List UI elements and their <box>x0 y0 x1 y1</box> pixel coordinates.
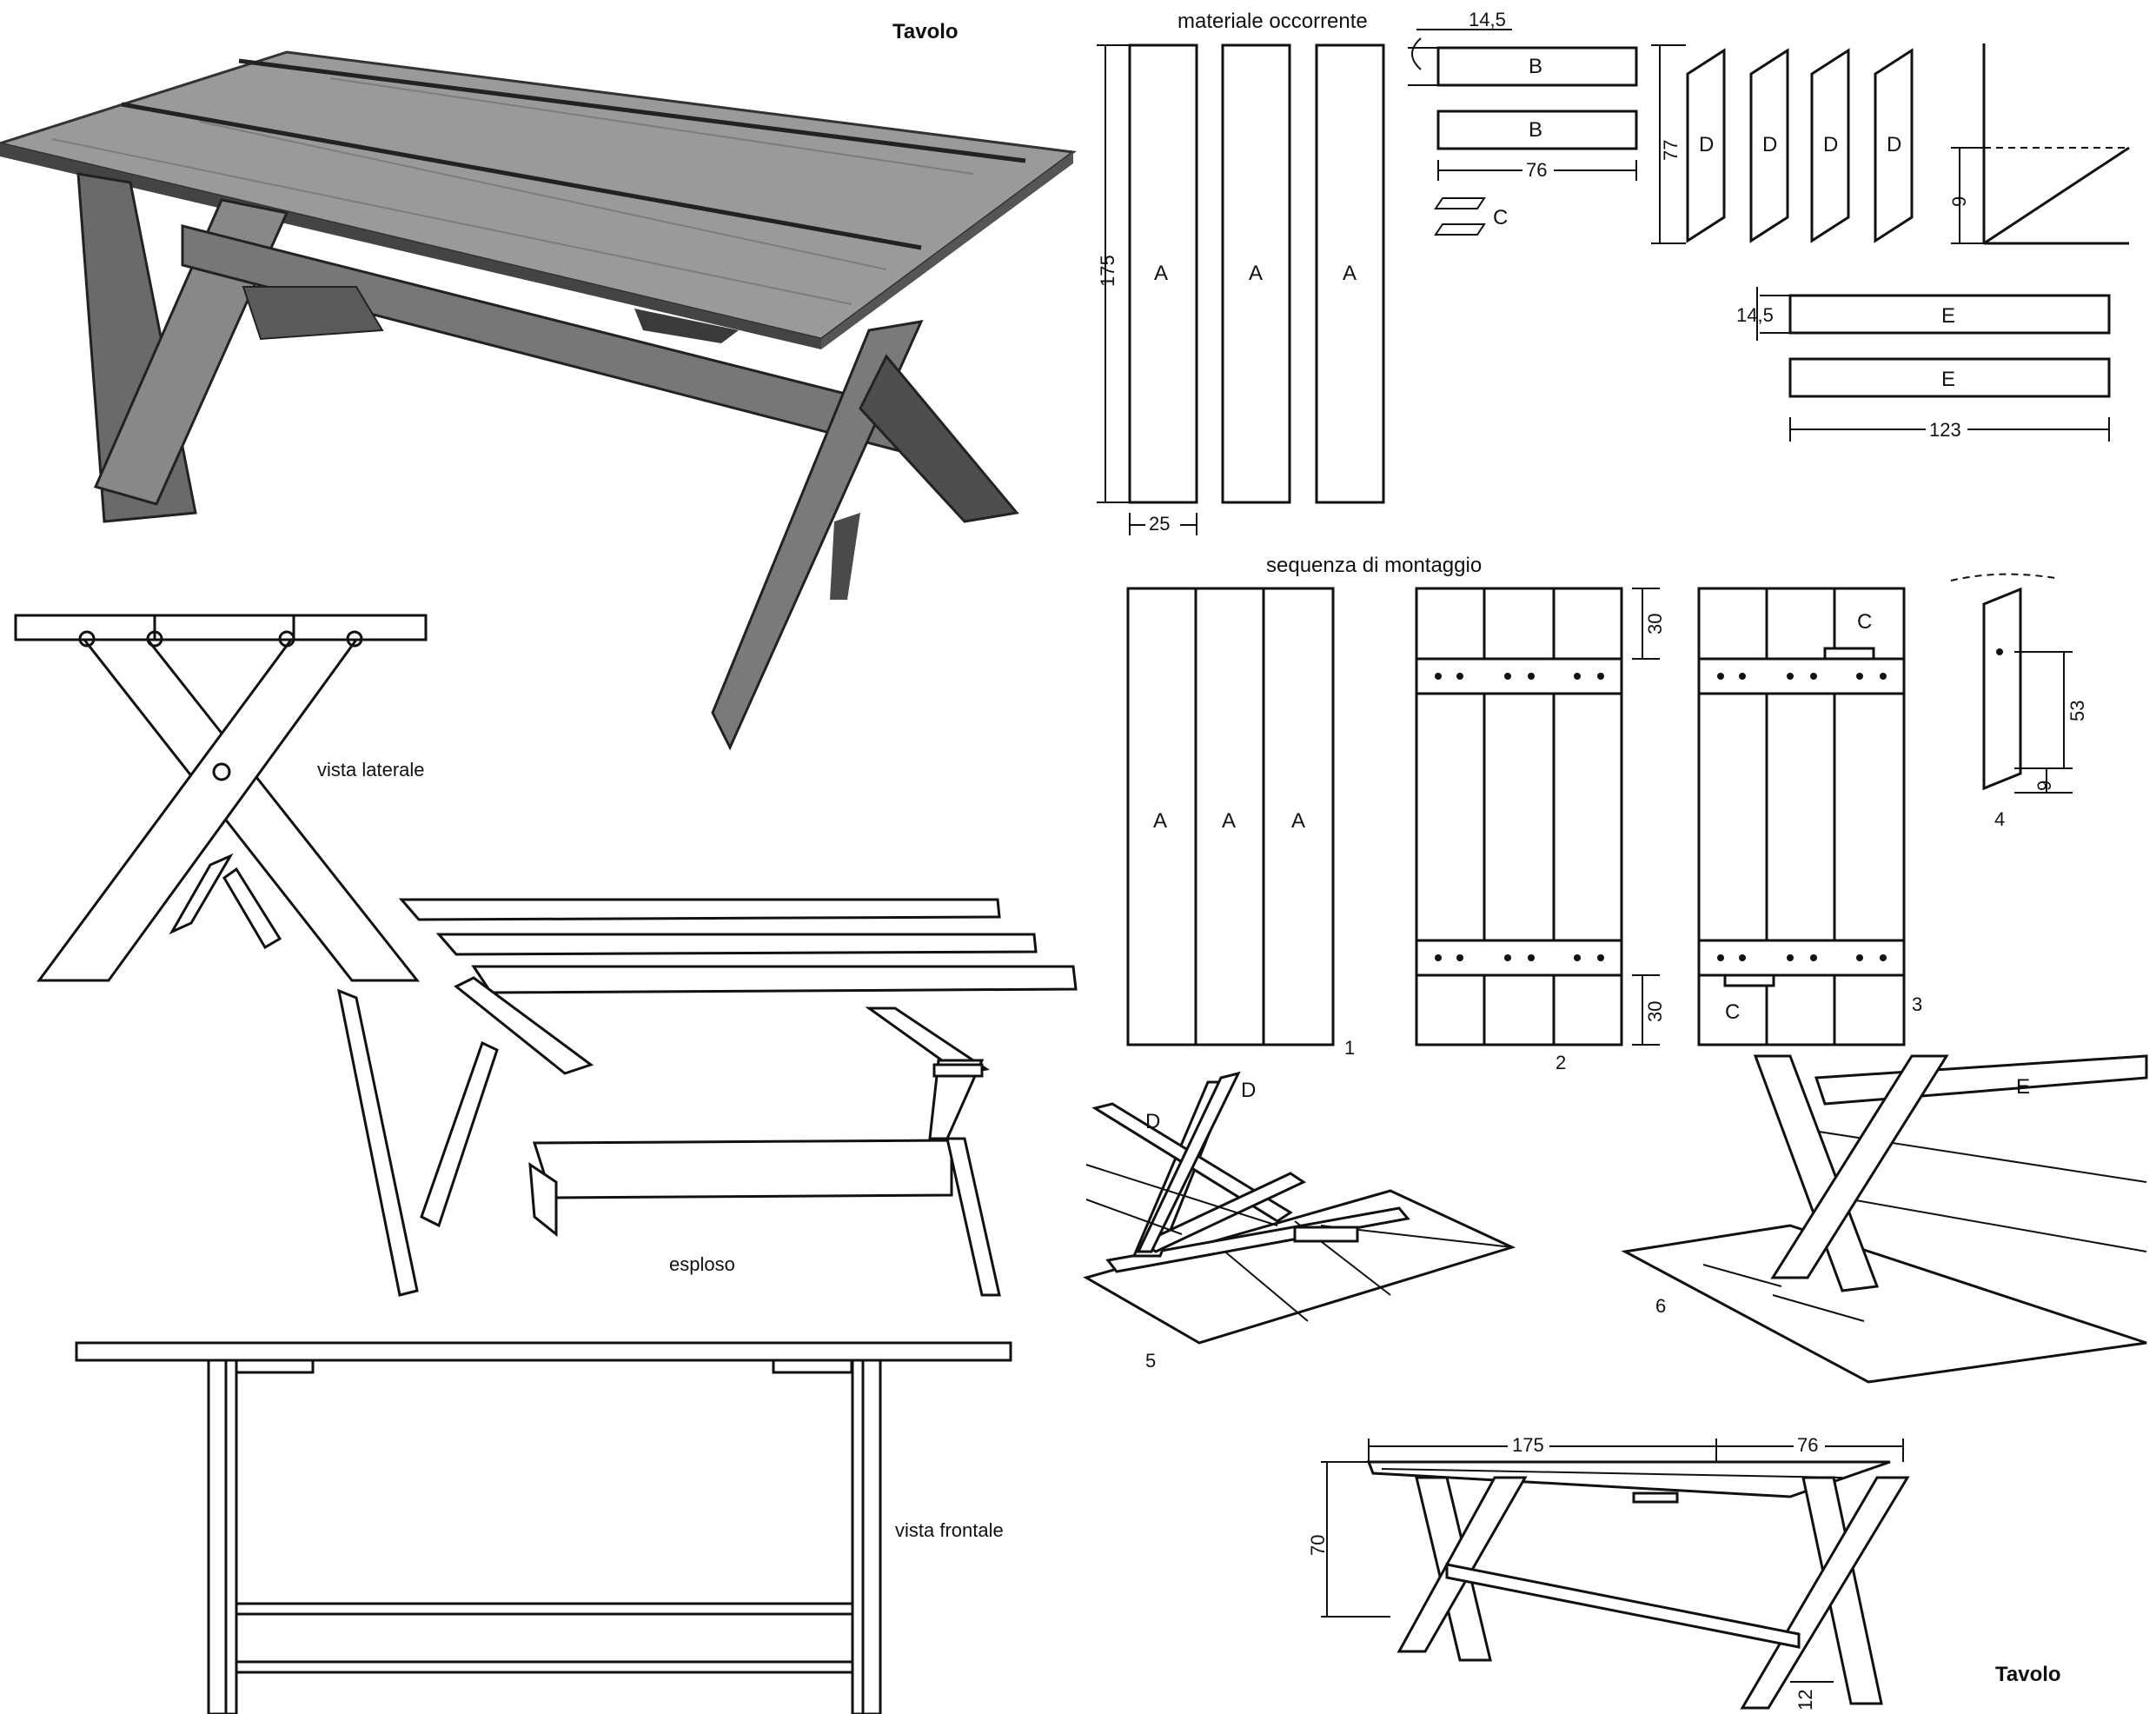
title-top: Tavolo <box>892 20 959 43</box>
part-label-d: D <box>1699 133 1714 156</box>
step-3: C C 3 <box>1697 587 1922 1046</box>
dim-overall-height: 70 <box>1307 1535 1329 1556</box>
side-view-caption: vista laterale <box>317 759 425 781</box>
part-label-a: A <box>1291 809 1305 833</box>
step-4: 53 9 4 <box>1950 573 2088 830</box>
dim-a-length: 175 <box>1097 255 1118 287</box>
part-label-e: E <box>1941 368 1955 391</box>
dim-crossbar-top: 30 <box>1644 614 1666 634</box>
part-label-e: E <box>2016 1075 2030 1099</box>
part-label-a: A <box>1249 262 1263 285</box>
part-label-c: C <box>1857 610 1872 634</box>
boards-a: A A A <box>1128 43 1385 504</box>
dim-b-length: 76 <box>1526 159 1547 181</box>
part-label-d: D <box>1887 133 1901 156</box>
part-label-a: A <box>1343 262 1357 285</box>
bolt-holes <box>1435 673 1604 961</box>
dimension-a-length: 175 <box>1097 44 1130 503</box>
boards-b: B B <box>1436 46 1638 150</box>
part-label-a: A <box>1154 262 1168 285</box>
legs-d: D D D D <box>1686 48 1914 243</box>
step-number: 3 <box>1912 993 1922 1015</box>
dimension-d-length: 77 <box>1651 44 1686 244</box>
part-label-a: A <box>1153 809 1167 833</box>
dim-d-length: 77 <box>1660 140 1682 161</box>
dim-brace-offset: 12 <box>1794 1690 1816 1711</box>
dimension-e-length: 123 <box>1789 417 2110 442</box>
step-number: 2 <box>1556 1052 1566 1073</box>
part-label-c: C <box>1493 206 1508 229</box>
table-photo <box>0 50 1077 751</box>
step-6: E 6 <box>1621 1054 2148 1384</box>
front-view <box>75 1341 1012 1714</box>
part-label-d: D <box>1762 133 1777 156</box>
part-label-e: E <box>1941 304 1955 328</box>
step-number: 5 <box>1145 1350 1156 1372</box>
dim-leg-end: 9 <box>2033 781 2055 791</box>
step-1: A A A 1 <box>1126 587 1355 1059</box>
dim-b-width: 14,5 <box>1469 9 1506 30</box>
part-label-d: D <box>1145 1110 1160 1133</box>
dimension-e-width: 14,5 <box>1736 287 1790 341</box>
part-label-c: C <box>1725 1000 1740 1024</box>
step-number: 1 <box>1344 1037 1355 1059</box>
dim-overall-width: 76 <box>1797 1434 1818 1456</box>
boards-e: E E <box>1788 294 2111 398</box>
dim-e-width: 14,5 <box>1736 304 1774 326</box>
cleats-c: C <box>1434 197 1508 236</box>
dim-crossbar-bottom: 30 <box>1644 1001 1666 1022</box>
front-view-caption: vista frontale <box>895 1519 1004 1541</box>
dim-e-length: 123 <box>1929 419 1961 441</box>
exploded-view <box>336 898 1078 1297</box>
dim-leg-hole: 53 <box>2066 701 2088 721</box>
leg-cut-detail: 9 <box>1948 43 2130 245</box>
dim-a-width: 25 <box>1149 513 1170 535</box>
dimension-b-length: 76 <box>1437 158 1637 181</box>
dimension-b-width: 14,5 <box>1408 9 1512 86</box>
dim-overall-length: 175 <box>1512 1434 1544 1456</box>
assembled-table: 175 76 70 12 <box>1307 1434 1910 1711</box>
step-2: 30 30 2 <box>1415 587 1666 1073</box>
materials-caption: materiale occorrente <box>1178 10 1368 33</box>
step-number: 4 <box>1994 808 2005 830</box>
dim-cut-depth: 9 <box>1948 196 1970 207</box>
part-label-d: D <box>1241 1079 1256 1102</box>
part-label-b: B <box>1529 118 1542 142</box>
bolt-holes <box>1717 673 1887 961</box>
dimension-a-width: 25 <box>1129 511 1197 535</box>
part-label-a: A <box>1222 809 1236 833</box>
step-5: D D 5 <box>1083 1071 1516 1372</box>
step-number: 6 <box>1655 1295 1666 1317</box>
title-bottom: Tavolo <box>1995 1663 2061 1686</box>
exploded-caption: esploso <box>669 1253 735 1275</box>
part-label-b: B <box>1529 55 1542 78</box>
part-label-d: D <box>1823 133 1838 156</box>
sequence-caption: sequenza di montaggio <box>1266 554 1482 577</box>
side-view <box>14 614 428 982</box>
